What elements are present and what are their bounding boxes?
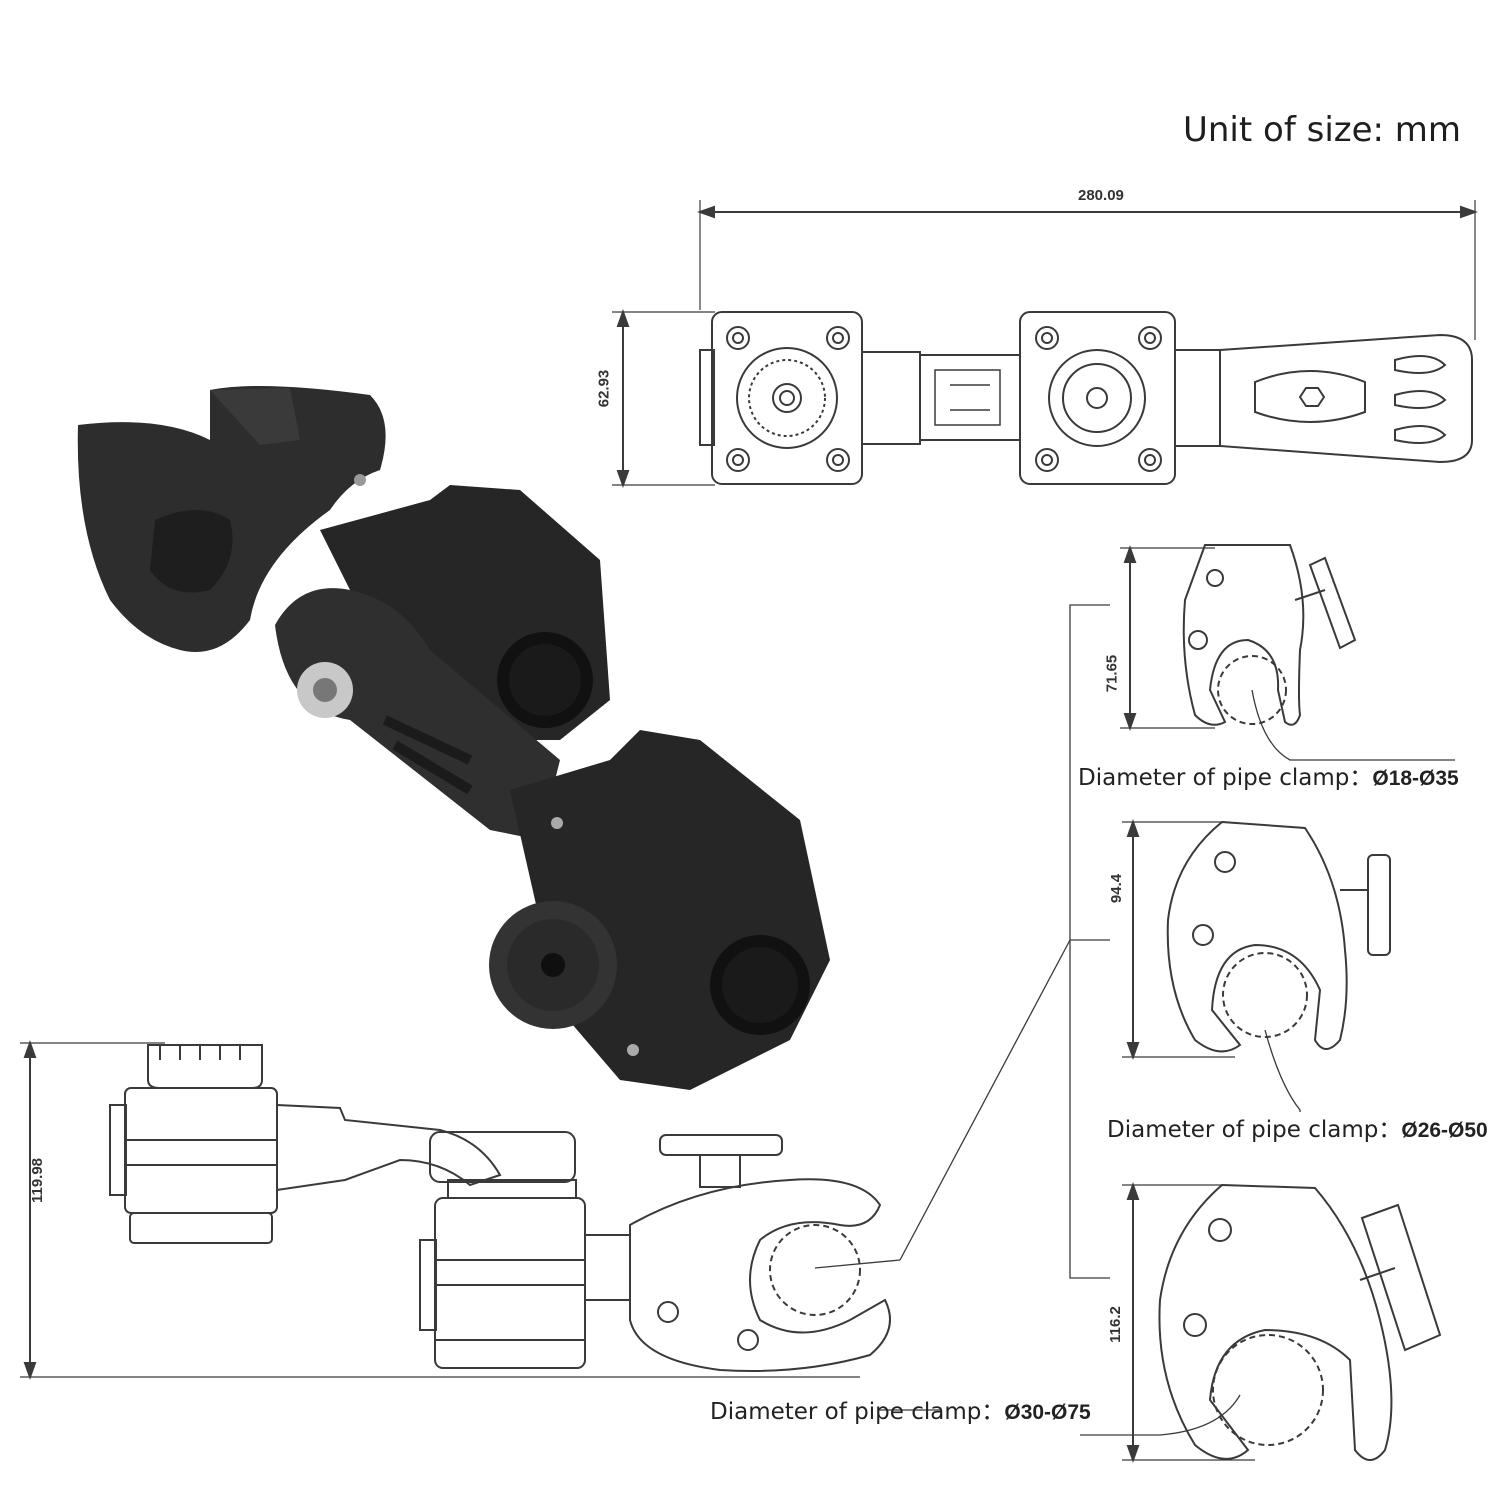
photo-arm xyxy=(275,588,560,840)
photo-clamp-knob xyxy=(150,510,233,593)
left-square-mount xyxy=(711,311,863,485)
small-clamp-jaw xyxy=(1182,544,1305,726)
side-knob xyxy=(147,1044,263,1089)
middle-pivot xyxy=(1048,349,1146,447)
small-pipe-circle xyxy=(1217,655,1287,725)
small-pipe-clamp-label: Diameter of pipe clamp：Ø18-Ø35 xyxy=(1078,765,1459,791)
clamp-options-bracket xyxy=(814,604,1110,1279)
large-pipe-clamp-label: Diameter of pipe clamp：Ø30-Ø75 xyxy=(710,1399,1091,1425)
length-arrows xyxy=(697,205,1478,219)
medium-clamp-height-value: 94.4 xyxy=(1108,873,1126,904)
side-view-drawing xyxy=(20,1040,940,1411)
top-view-drawing xyxy=(612,200,1478,488)
large-clamp-jaw xyxy=(1158,1183,1393,1461)
medium-clamp-drawing xyxy=(1122,819,1391,1112)
photo-clamp-jaw xyxy=(77,386,386,652)
side-clamp-handle xyxy=(659,1134,783,1156)
unit-label: Unit of size: mm xyxy=(1183,110,1462,150)
medium-clamp-handle xyxy=(1367,854,1391,956)
small-clamp-height-value: 71.65 xyxy=(1103,654,1121,693)
side-right-mount xyxy=(434,1197,586,1369)
small-clamp-handle xyxy=(1308,556,1357,650)
small-clamp-leader xyxy=(1251,689,1455,761)
small-clamp-drawing xyxy=(1120,544,1455,761)
left-mount-flange xyxy=(699,349,715,446)
rosette-gear xyxy=(736,347,838,449)
clamp-top-body xyxy=(1219,333,1473,464)
medium-clamp-jaw xyxy=(1166,820,1348,1053)
clamp-neck xyxy=(1174,349,1221,447)
product-photo xyxy=(77,386,830,1090)
head-height-value: 62.93 xyxy=(595,369,613,408)
large-clamp-height-value: 116.2 xyxy=(1106,1306,1124,1343)
large-clamp-leader xyxy=(1080,1394,1241,1436)
medium-clamp-leader xyxy=(1264,1029,1301,1112)
total-length-value: 280.09 xyxy=(1078,187,1124,204)
side-left-mount xyxy=(124,1087,278,1214)
side-clamp-jaw xyxy=(629,1178,891,1372)
side-arm xyxy=(276,1103,502,1192)
large-pipe-circle xyxy=(1212,1334,1324,1446)
hex-bolt xyxy=(1298,387,1326,407)
clamp-top-knob xyxy=(1254,370,1366,423)
medium-pipe-circle xyxy=(1222,952,1308,1038)
large-clamp-drawing xyxy=(1080,1182,1442,1463)
side-height-value: 119.98 xyxy=(29,1157,47,1204)
medium-pipe-clamp-label: Diameter of pipe clamp：Ø26-Ø50 xyxy=(1107,1117,1488,1143)
arm-neck-left xyxy=(861,351,921,445)
head-height-arrows xyxy=(616,309,630,488)
large-clamp-handle xyxy=(1360,1203,1442,1352)
side-pipe-circle xyxy=(769,1224,861,1316)
